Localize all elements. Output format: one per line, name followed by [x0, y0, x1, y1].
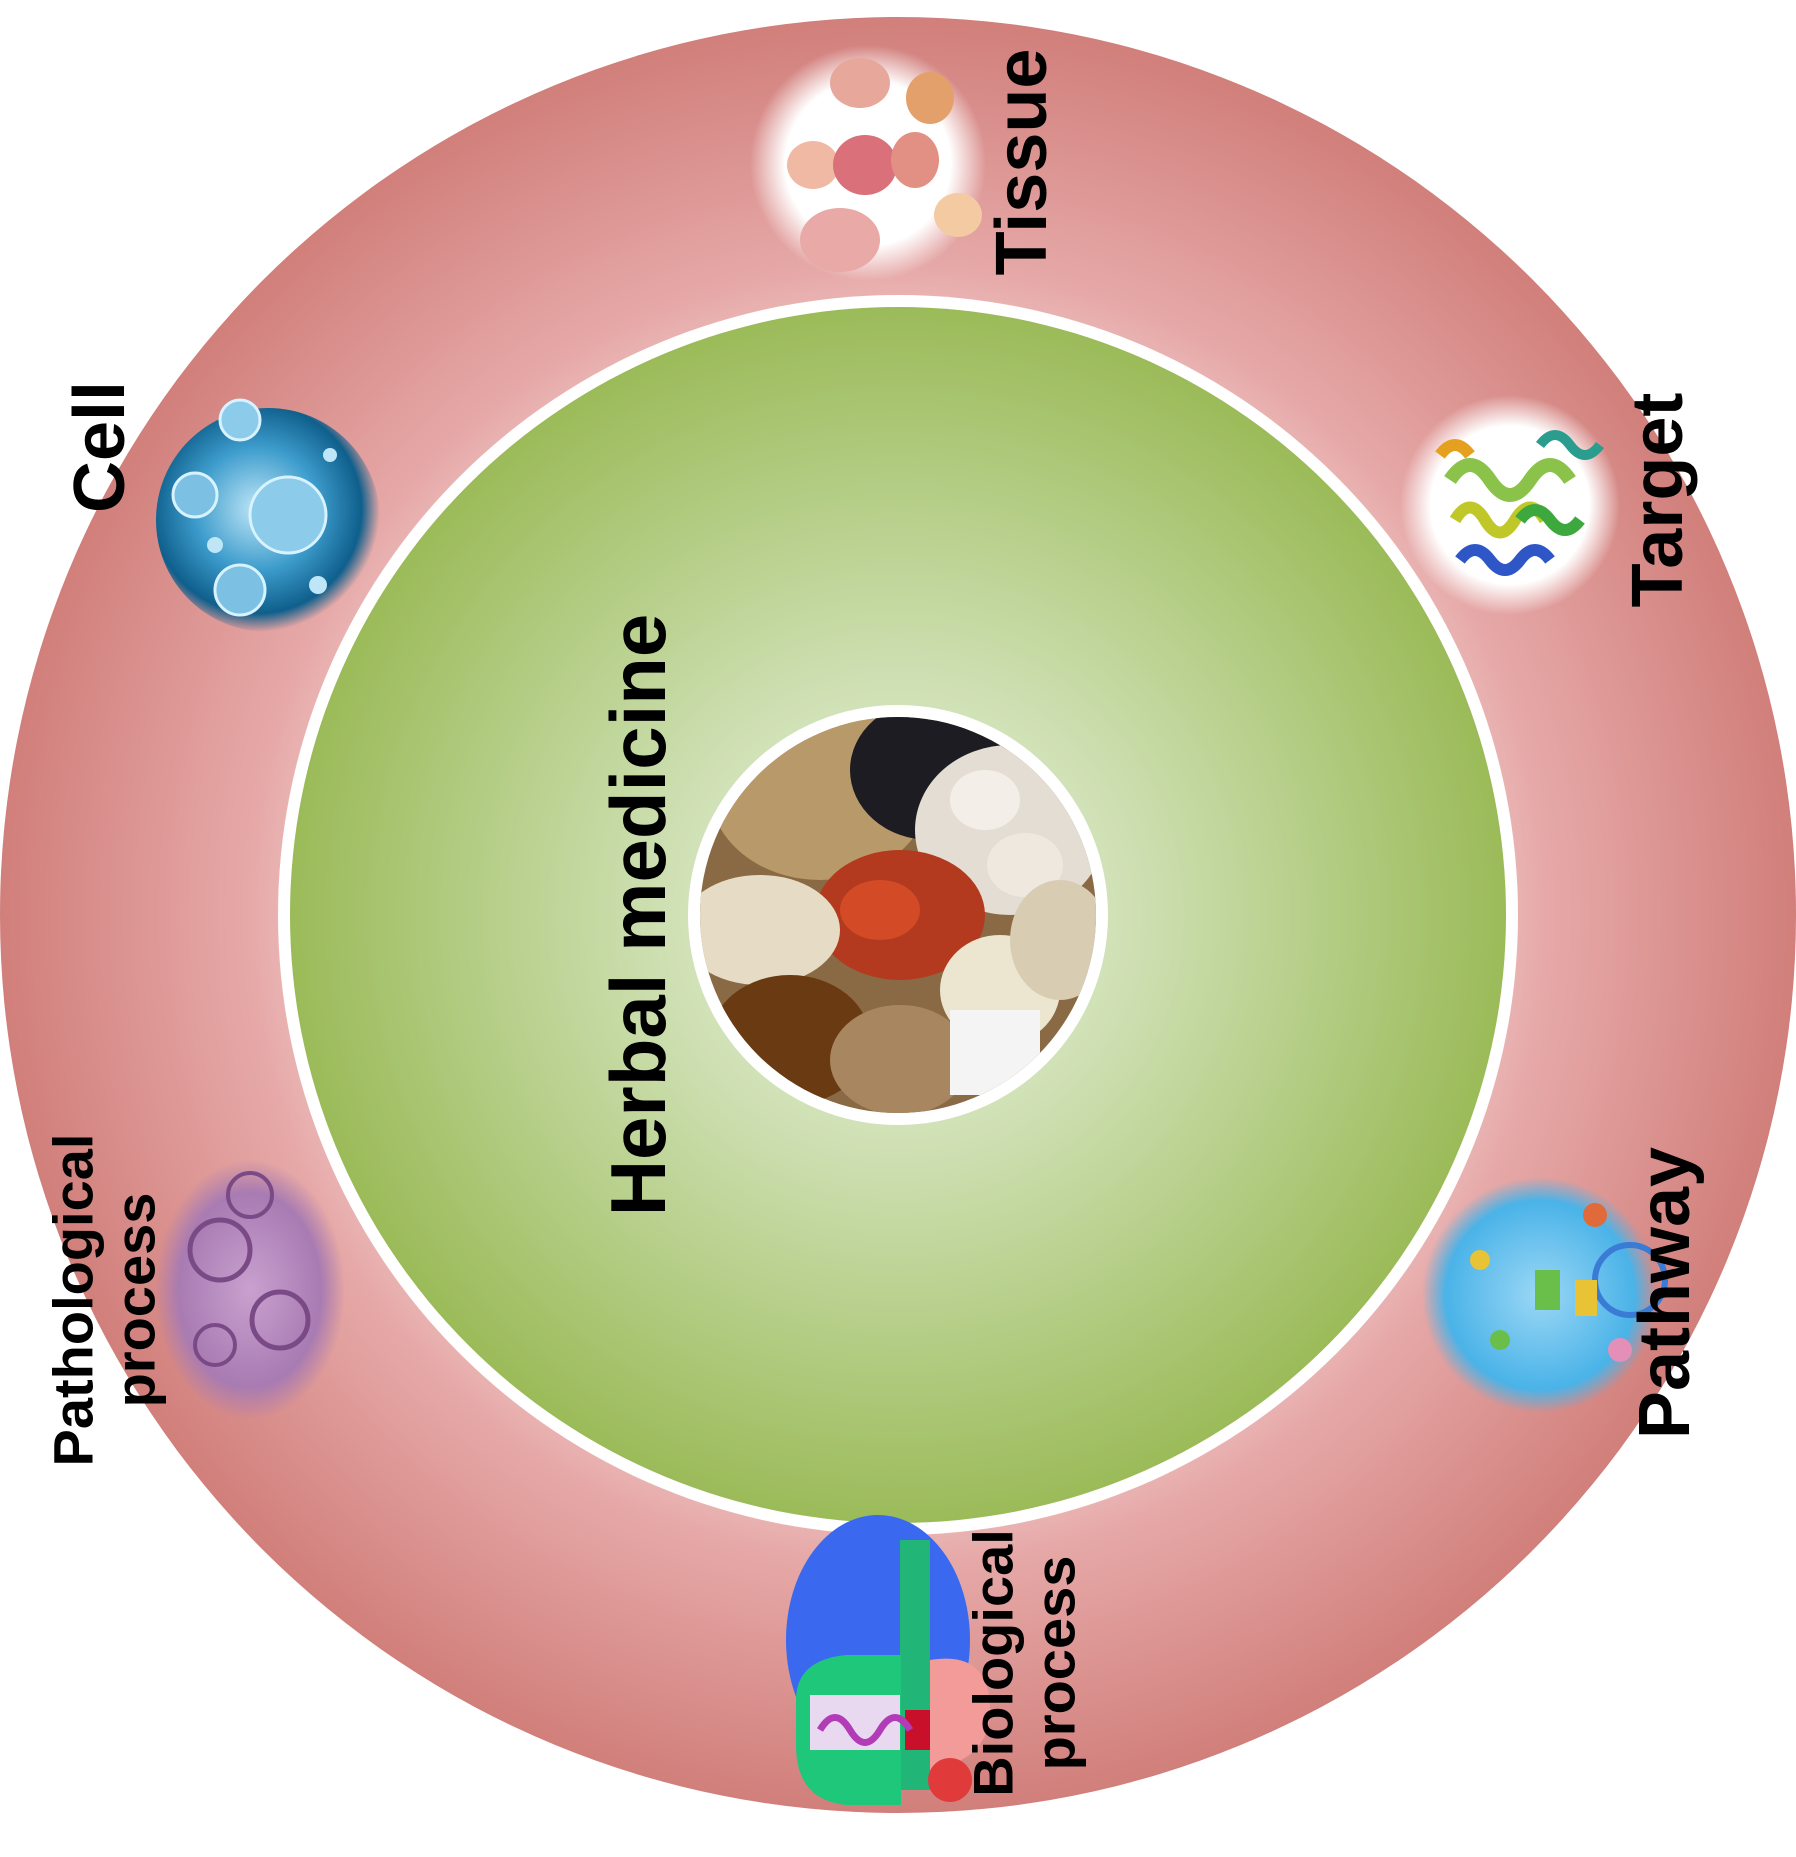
signaling-pathway-icon — [1422, 1177, 1668, 1413]
target-label: Target — [1618, 392, 1698, 608]
pathway-label: Pathway — [1625, 1146, 1705, 1440]
biological-process-label: Biological process — [961, 1529, 1086, 1797]
cells-icon — [156, 398, 380, 632]
center-label: Herbal medicine — [594, 613, 682, 1217]
pathological-process-label: Pathological process — [41, 1133, 166, 1467]
translation-ribosome-icon — [786, 1515, 990, 1805]
organs-icon — [750, 45, 986, 281]
protein-structure-icon — [1400, 395, 1620, 615]
histology-icon — [155, 1160, 345, 1420]
cell-label: Cell — [60, 380, 140, 514]
tissue-label: Tissue — [982, 48, 1062, 276]
